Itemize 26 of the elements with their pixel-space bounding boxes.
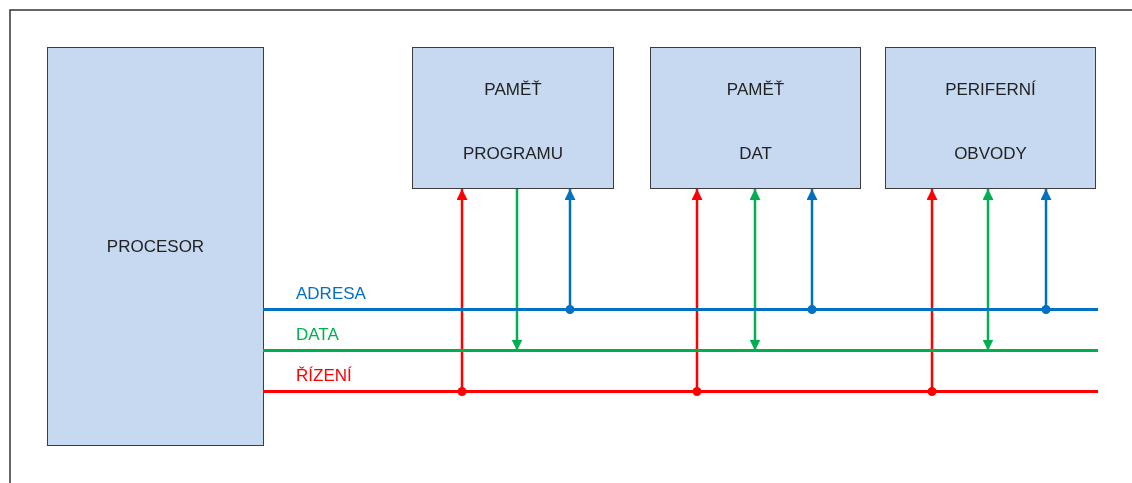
bus-arrow — [564, 189, 576, 314]
block-box — [650, 47, 861, 189]
block-box — [412, 47, 614, 189]
bus-arrow — [691, 189, 703, 396]
bus-arrow — [749, 189, 761, 351]
bus-arrow — [982, 189, 994, 351]
block-label: PAMĚŤ — [725, 80, 786, 100]
block-label: PROGRAMU — [461, 144, 565, 164]
bus-line — [263, 308, 1098, 311]
bus-line — [263, 390, 1098, 393]
bus-arrow — [806, 189, 818, 314]
block-box — [885, 47, 1096, 189]
block-label: OBVODY — [953, 144, 1028, 164]
bus-arrow — [511, 189, 523, 351]
bus-arrow — [1040, 189, 1052, 314]
block-label: PERIFERNÍ — [944, 80, 1037, 100]
block-box — [47, 47, 264, 446]
bus-arrow — [456, 189, 468, 396]
bus-label: ŘÍZENÍ — [296, 366, 352, 386]
block-label: PROCESOR — [105, 236, 206, 257]
bus-arrow — [926, 189, 938, 396]
bus-label: DATA — [296, 325, 339, 345]
bus-label: ADRESA — [296, 284, 366, 304]
block-label: DAT — [738, 144, 773, 164]
block-label: PAMĚŤ — [483, 80, 543, 100]
bus-line — [263, 349, 1098, 352]
